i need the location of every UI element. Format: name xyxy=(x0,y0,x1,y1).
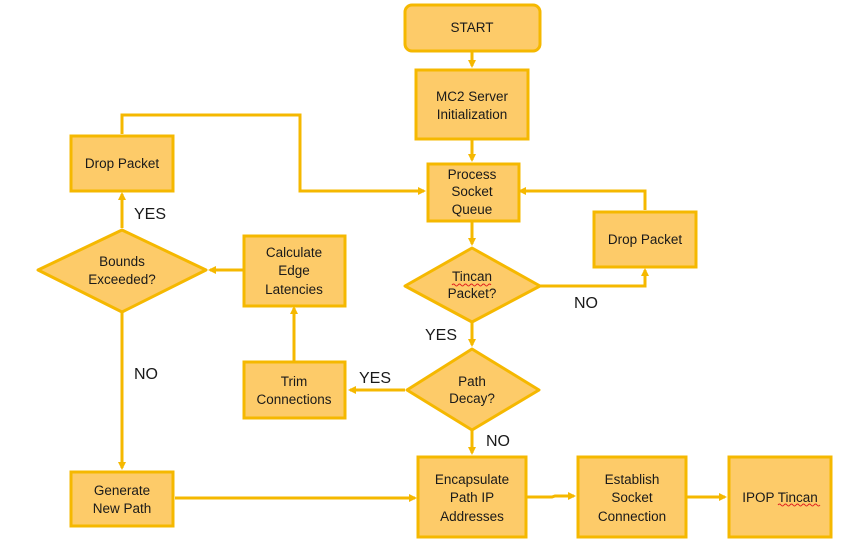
node-path-decay-line1: Path xyxy=(458,374,486,389)
node-encapsulate-line3: Addresses xyxy=(440,509,504,524)
node-calc-latency-line3: Latencies xyxy=(265,282,323,297)
node-trim-line1: Trim xyxy=(281,374,308,389)
node-generate-line1: Generate xyxy=(94,483,150,498)
node-establish: Establish Socket Connection xyxy=(576,455,688,539)
node-start: START xyxy=(403,3,542,53)
node-establish-line3: Connection xyxy=(598,509,666,524)
node-mc2-init: MC2 Server Initialization xyxy=(414,68,530,141)
edge-encap-to-establish xyxy=(526,492,576,500)
node-encapsulate-line2: Path IP xyxy=(450,490,494,505)
label-decay-yes: YES xyxy=(359,370,391,387)
node-ipop: IPOP Tincan xyxy=(727,455,833,539)
edge-labels: NO YES YES NO YES NO xyxy=(134,206,598,450)
node-tincan-check-line2: Packet? xyxy=(448,286,497,301)
node-trim: Trim Connections xyxy=(242,360,347,420)
node-encapsulate-line1: Encapsulate xyxy=(435,472,509,487)
node-generate: Generate New Path xyxy=(69,470,175,528)
node-bounds-line1: Bounds xyxy=(99,254,145,269)
node-process-queue-line2: Socket xyxy=(451,184,493,199)
label-tincan-yes: YES xyxy=(425,327,457,344)
node-mc2-init-line2: Initialization xyxy=(437,107,508,122)
node-path-decay: Path Decay? xyxy=(405,347,541,432)
node-calc-latency-line2: Edge xyxy=(278,263,310,278)
node-trim-line2: Connections xyxy=(256,392,331,407)
node-start-label: START xyxy=(450,20,493,35)
spellcheck-underline xyxy=(777,503,821,507)
node-establish-line2: Socket xyxy=(611,490,653,505)
node-encapsulate: Encapsulate Path IP Addresses xyxy=(416,455,528,539)
node-bounds-line2: Exceeded? xyxy=(88,272,156,287)
edge-tincan-no-to-drop xyxy=(540,268,649,288)
node-drop-right: Drop Packet xyxy=(592,210,698,269)
spellcheck-underline xyxy=(451,283,492,287)
label-decay-no: NO xyxy=(486,433,510,450)
node-tincan-check-line1: Tincan xyxy=(452,269,492,284)
node-drop-left: Drop Packet xyxy=(69,134,175,193)
node-ipop-label: IPOP Tincan xyxy=(742,490,818,505)
edge-drop-right-to-process xyxy=(518,187,647,210)
edges xyxy=(118,51,727,502)
node-tincan-check: Tincan Packet? xyxy=(403,246,542,324)
node-calc-latency-line1: Calculate xyxy=(266,245,322,260)
node-process-queue: Process Socket Queue xyxy=(426,162,521,223)
node-generate-line2: New Path xyxy=(93,501,152,516)
node-mc2-init-line1: MC2 Server xyxy=(436,89,509,104)
node-process-queue-line1: Process xyxy=(448,167,497,182)
label-tincan-no: NO xyxy=(574,295,598,312)
label-bounds-yes: YES xyxy=(134,206,166,223)
label-bounds-no: NO xyxy=(134,366,158,383)
node-establish-line1: Establish xyxy=(605,472,660,487)
node-path-decay-line2: Decay? xyxy=(449,391,495,406)
node-drop-right-label: Drop Packet xyxy=(608,232,683,247)
node-bounds: Bounds Exceeded? xyxy=(36,228,208,314)
node-drop-left-label: Drop Packet xyxy=(85,156,160,171)
edge-drop-left-to-process xyxy=(120,113,426,195)
node-calc-latency: Calculate Edge Latencies xyxy=(242,234,347,308)
node-process-queue-line3: Queue xyxy=(452,202,493,217)
